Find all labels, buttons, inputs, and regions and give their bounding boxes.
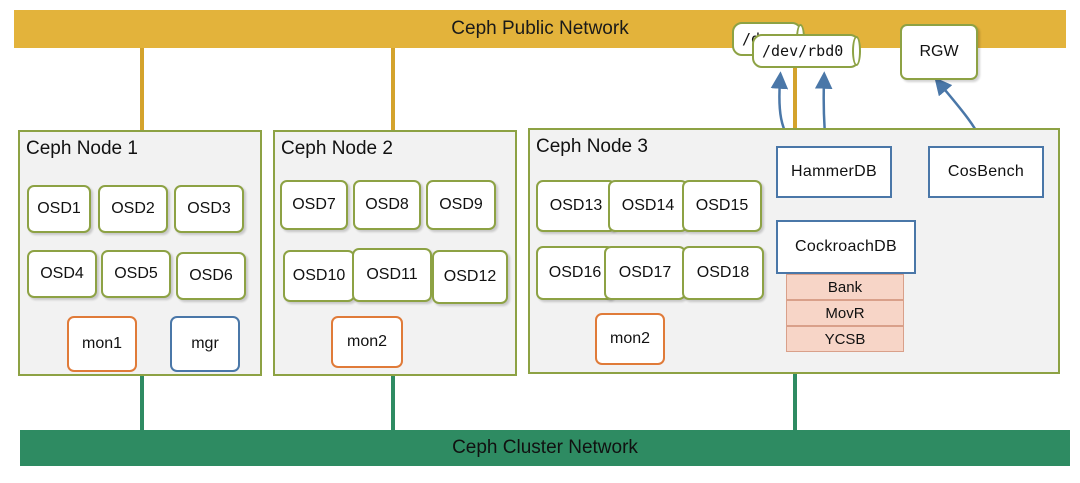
cosbench-box: CosBench [928,146,1044,198]
rgw-box: RGW [900,24,978,80]
node-title: Ceph Node 1 [26,138,138,159]
workload-movr: MovR [786,300,904,326]
osd-box: OSD8 [353,180,421,230]
osd-box: OSD17 [604,246,686,300]
device-rbd0-cylinder: /dev/rbd0 [752,34,860,68]
node-title: Ceph Node 2 [281,138,393,159]
osd-box: OSD10 [283,250,355,302]
mon-box: mon2 [331,316,403,368]
device-rbd0-cap [852,36,861,66]
ceph-public-network: Ceph Public Network [14,10,1066,48]
mon-box: mon2 [595,313,665,365]
osd-box: OSD5 [101,250,171,298]
workload-ycsb: YCSB [786,326,904,352]
public-network-label: Ceph Public Network [451,18,629,39]
osd-box: OSD16 [536,246,614,300]
cluster-network-label: Ceph Cluster Network [452,437,638,458]
osd-box: OSD12 [432,250,508,304]
ceph-cluster-network: Ceph Cluster Network [20,430,1070,466]
osd-box: OSD2 [98,185,168,233]
osd-box: OSD14 [608,180,688,232]
mgr-box: mgr [170,316,240,372]
osd-box: OSD4 [27,250,97,298]
osd-box: OSD9 [426,180,496,230]
osd-box: OSD3 [174,185,244,233]
node-title: Ceph Node 3 [536,136,648,157]
osd-box: OSD18 [682,246,764,300]
osd-box: OSD1 [27,185,91,233]
osd-box: OSD13 [536,180,616,232]
osd-box: OSD7 [280,180,348,230]
workload-bank: Bank [786,274,904,300]
mon-box: mon1 [67,316,137,372]
osd-box: OSD15 [682,180,762,232]
osd-box: OSD6 [176,252,246,300]
cockroachdb-box: CockroachDB [776,220,916,274]
osd-box: OSD11 [352,248,432,302]
hammerdb-box: HammerDB [776,146,892,198]
